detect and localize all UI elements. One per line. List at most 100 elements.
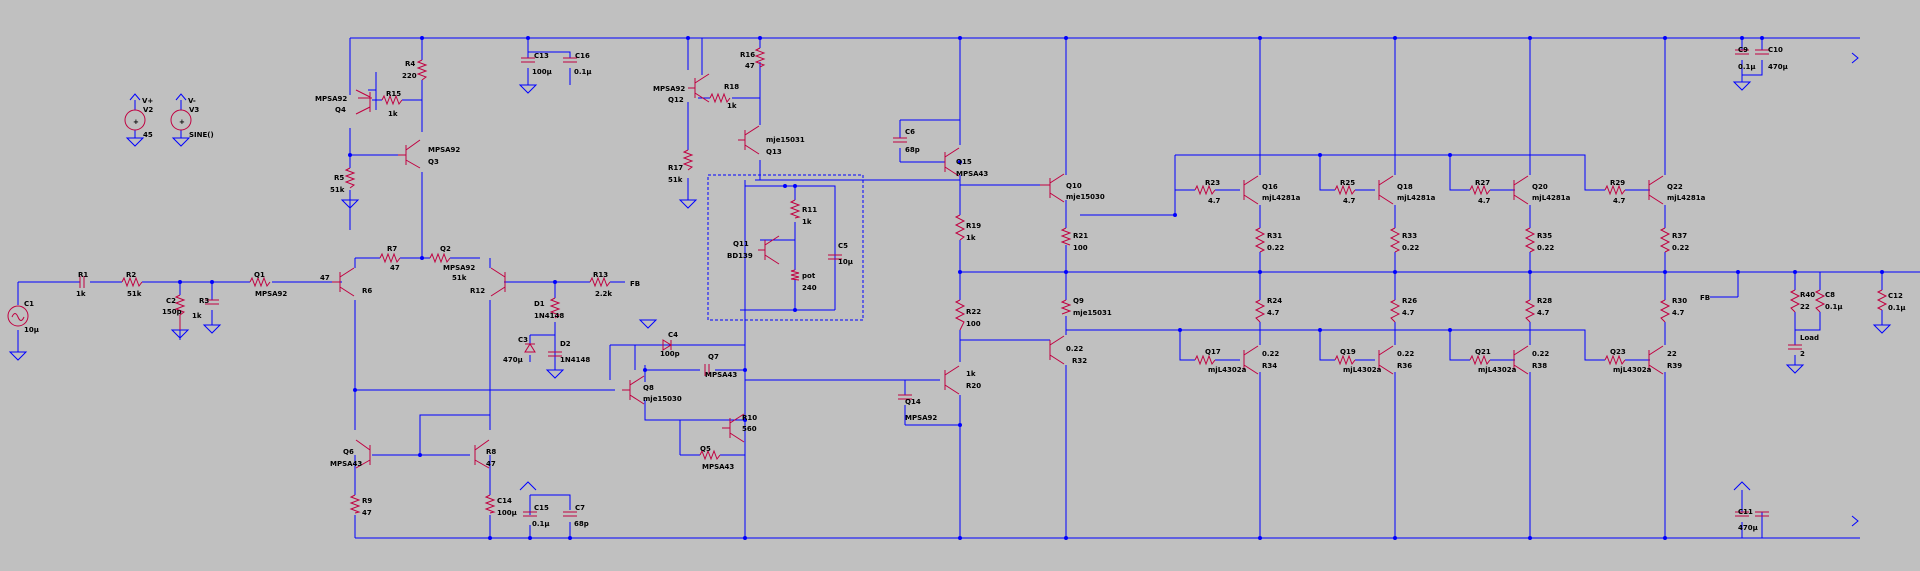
q5-value: MPSA43 bbox=[330, 460, 362, 468]
r9-zigzag bbox=[484, 494, 496, 514]
r37-name: R37 bbox=[1672, 232, 1687, 240]
q7-value: mje15030 bbox=[643, 395, 682, 403]
q12-name: Q12 bbox=[668, 96, 684, 104]
r30-name: Q23 bbox=[1610, 348, 1626, 356]
v3-symbol[interactable] bbox=[7, 305, 29, 327]
d2-symbol[interactable] bbox=[662, 339, 672, 351]
v2-name: V3 bbox=[189, 106, 199, 114]
q2-symbol bbox=[490, 267, 506, 297]
c9-plates bbox=[1735, 49, 1749, 55]
q13-symbol bbox=[738, 125, 760, 155]
c3-name: D2 bbox=[560, 340, 571, 348]
c6-name: C6 bbox=[905, 128, 915, 136]
c12-value: 470µ bbox=[1738, 524, 1758, 532]
q22-value: mjL4281a bbox=[1667, 194, 1706, 202]
ground-icon bbox=[340, 199, 360, 209]
q20-symbol bbox=[1513, 175, 1529, 205]
r27-value: 4.7 bbox=[1478, 197, 1491, 205]
v1-name: V2 bbox=[143, 106, 153, 114]
r28-zigzag bbox=[1469, 354, 1491, 366]
ground-icon bbox=[678, 199, 698, 209]
r21-value: 100 bbox=[1073, 244, 1088, 252]
q13-wire bbox=[740, 139, 960, 181]
q22-symbol bbox=[1648, 175, 1664, 205]
c2-plates bbox=[205, 299, 219, 305]
bias-spreader-box bbox=[707, 174, 864, 321]
r34-name: R26 bbox=[1402, 297, 1417, 305]
c7-plates bbox=[898, 394, 912, 400]
q1-name: R6 bbox=[362, 287, 372, 295]
r38-zigzag bbox=[1659, 299, 1671, 323]
r18-name: R18 bbox=[724, 83, 739, 91]
fb-left-label: FB bbox=[630, 280, 640, 288]
c14-c15-wire bbox=[529, 494, 571, 538]
v2-symbol[interactable]: + bbox=[170, 100, 192, 138]
q7-wire bbox=[644, 365, 745, 421]
q17-name: R34 bbox=[1262, 362, 1277, 370]
q8-value: 560 bbox=[742, 425, 757, 433]
r10-zigzag bbox=[699, 449, 721, 461]
mirror-emitter-wire bbox=[354, 455, 491, 538]
r3-name: Q1 bbox=[254, 271, 265, 279]
r8-name: R9 bbox=[362, 497, 372, 505]
c8-plates bbox=[1788, 344, 1802, 350]
r2-zigzag bbox=[174, 294, 186, 330]
c1-name: R1 bbox=[78, 271, 88, 279]
c15-name: C7 bbox=[575, 504, 585, 512]
r5-value: 51k bbox=[330, 186, 345, 194]
r12-value: 2.2k bbox=[595, 290, 612, 298]
r30-value: mjL4302a bbox=[1613, 366, 1652, 374]
r1-zigzag bbox=[121, 276, 143, 288]
r7-zigzag bbox=[429, 252, 451, 264]
r29-value: 4.7 bbox=[1613, 197, 1626, 205]
r4-zigzag bbox=[416, 59, 428, 81]
c2-value: 1k bbox=[192, 312, 202, 320]
q10-value: mje15030 bbox=[1066, 193, 1105, 201]
q21-symbol bbox=[1513, 345, 1529, 375]
r39-name: R40 bbox=[1800, 291, 1815, 299]
r8-zigzag bbox=[349, 494, 361, 514]
v1-symbol[interactable]: + bbox=[124, 100, 146, 138]
q23-value: 22 bbox=[1667, 350, 1677, 358]
r17-name: R17 bbox=[668, 164, 683, 172]
d1-symbol[interactable] bbox=[524, 335, 536, 362]
q19-value: 0.22 bbox=[1397, 350, 1414, 358]
d2-value: 100p bbox=[660, 350, 680, 358]
r26-value: mjL4302a bbox=[1343, 366, 1382, 374]
load-name: C12 bbox=[1888, 292, 1903, 300]
v2-value: SINE() bbox=[189, 131, 214, 139]
q2-base-wire bbox=[489, 258, 625, 283]
r18-value: 1k bbox=[727, 102, 737, 110]
r36-value: 4.7 bbox=[1537, 309, 1550, 317]
svg-text:+: + bbox=[133, 118, 139, 126]
ground-icon bbox=[125, 137, 145, 147]
r39-zigzag bbox=[1789, 289, 1801, 313]
c4-plates bbox=[704, 364, 710, 376]
q17-value: 0.22 bbox=[1262, 350, 1279, 358]
q4-name: Q4 bbox=[335, 106, 346, 114]
c16-name: C16 bbox=[575, 52, 590, 60]
capacitor-plates bbox=[79, 49, 1802, 517]
q11-name: Q11 bbox=[733, 240, 749, 248]
r27-zigzag bbox=[1469, 184, 1491, 196]
resistor-zigzags bbox=[121, 47, 1888, 514]
c5-name: C5 bbox=[838, 242, 848, 250]
q20-drive-wire bbox=[1320, 154, 1515, 191]
pnp-drive-wire bbox=[1066, 329, 1650, 361]
r28-value: mjL4302a bbox=[1478, 366, 1517, 374]
r7-name: Q2 bbox=[440, 245, 451, 253]
pot-zigzag bbox=[790, 269, 800, 281]
q20-value: mjL4281a bbox=[1532, 194, 1571, 202]
ground-icon bbox=[1732, 81, 1752, 91]
r6-value: 47 bbox=[390, 264, 400, 272]
r40-name: C8 bbox=[1825, 291, 1835, 299]
r9-name: C14 bbox=[497, 497, 512, 505]
r17-value: 51k bbox=[668, 176, 683, 184]
ground-icon bbox=[545, 369, 565, 379]
r15-name: R15 bbox=[386, 90, 401, 98]
r4-value: 220 bbox=[402, 72, 417, 80]
q16-value: mjL4281a bbox=[1262, 194, 1301, 202]
d2-wire bbox=[609, 344, 680, 380]
r17-zigzag bbox=[682, 149, 694, 171]
